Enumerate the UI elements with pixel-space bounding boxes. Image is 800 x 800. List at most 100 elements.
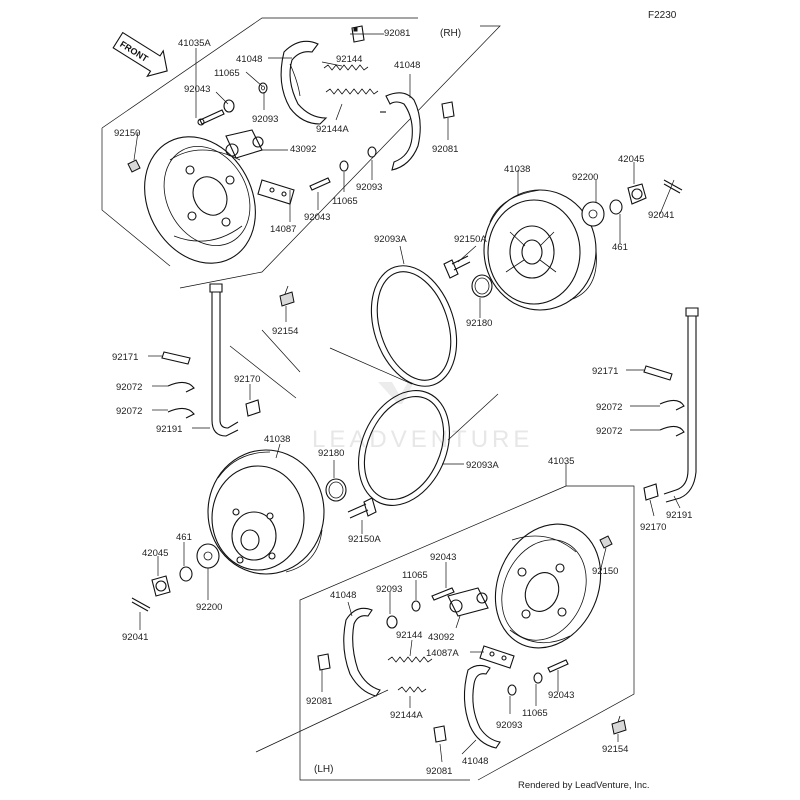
lh-spring-92144 xyxy=(387,656,433,663)
callout-right-92072-b: 92072 xyxy=(596,426,622,437)
callout-rh-92093-a: 92093 xyxy=(252,114,278,125)
right-brake-hose xyxy=(663,307,699,503)
lh-drum-leaders xyxy=(139,347,499,630)
callout-lh-14087A: 14087A xyxy=(426,648,459,659)
callout-lh-41048-b: 41048 xyxy=(462,756,488,767)
lh-seal-ring-92093A xyxy=(357,390,451,506)
callout-lh-461: 461 xyxy=(176,532,192,543)
callout-lh-92093A: 92093A xyxy=(466,460,499,471)
rh-brake-shoe-a xyxy=(280,40,328,125)
callout-lh-92081-b: 92081 xyxy=(426,766,452,777)
lh-seal-92180 xyxy=(325,478,347,502)
callout-rh-41048-a: 41048 xyxy=(236,54,262,65)
rh-spring-92144 xyxy=(323,64,369,71)
watermark: LEADVENTURE xyxy=(312,426,533,453)
rh-label: (RH) xyxy=(440,28,461,39)
lh-frame: (LH) xyxy=(255,464,635,781)
rh-castle-nut-42045 xyxy=(627,183,647,205)
rh-pin-a xyxy=(197,109,225,126)
lh-wheel-cylinder xyxy=(447,587,489,617)
rh-seal-92180 xyxy=(471,274,493,298)
callout-lh-92150A: 92150A xyxy=(348,534,381,545)
lh-washer-a xyxy=(386,600,421,629)
right-clamp-92170 xyxy=(643,483,659,501)
callout-left-92171: 92171 xyxy=(112,352,138,363)
lh-clip-a xyxy=(317,653,331,671)
callout-rh-92144A: 92144A xyxy=(316,124,349,135)
callout-right-92170: 92170 xyxy=(640,522,666,533)
middle-leaders xyxy=(148,329,681,517)
callout-rh-11065-a: 11065 xyxy=(214,68,240,79)
callout-rh-92093-b: 92093 xyxy=(356,182,382,193)
callout-rh-92043-b: 92043 xyxy=(304,212,330,223)
left-clip-92072-b xyxy=(167,407,195,419)
callout-lh-43092: 43092 xyxy=(428,632,454,643)
callout-left-92170: 92170 xyxy=(234,374,260,385)
callout-lh-92200: 92200 xyxy=(196,602,222,613)
callout-rh-42045: 42045 xyxy=(618,154,644,165)
watermark-logo xyxy=(378,382,414,404)
front-arrow-icon: FRONT xyxy=(112,31,168,78)
rh-frame: (RH) xyxy=(101,17,501,289)
callout-lh-92144: 92144 xyxy=(396,630,422,641)
lh-flat-washer-92200 xyxy=(196,543,220,569)
rh-spring-92144A xyxy=(325,88,386,113)
lh-castle-nut-42045 xyxy=(151,575,171,597)
callout-rh-41035A: 41035A xyxy=(178,38,211,49)
lh-bolt-92154 xyxy=(611,715,627,735)
right-clamp-92171 xyxy=(643,365,673,381)
callout-lh-41035: 41035 xyxy=(548,456,574,467)
right-clip-92072-b xyxy=(659,425,685,437)
callout-lh-92041: 92041 xyxy=(122,632,148,643)
lh-brake-drum xyxy=(207,449,325,575)
figure-code: F2230 xyxy=(648,10,677,21)
lh-label: (LH) xyxy=(314,764,333,775)
callout-left-92072-b: 92072 xyxy=(116,406,142,417)
callout-lh-11065-b: 11065 xyxy=(522,708,548,719)
callout-right-92191: 92191 xyxy=(666,510,692,521)
callout-rh-41048-b: 41048 xyxy=(394,60,420,71)
rh-washer-461 xyxy=(609,199,623,215)
callout-lh-41048-a: 41048 xyxy=(330,590,356,601)
callout-lh-42045: 42045 xyxy=(142,548,168,559)
right-clip-92072-a xyxy=(659,399,685,411)
callout-rh-14087: 14087 xyxy=(270,224,296,235)
callout-lh-92043-b: 92043 xyxy=(548,690,574,701)
lh-washer-b xyxy=(507,672,543,696)
callout-rh-92081-b: 92081 xyxy=(432,144,458,155)
left-clip-92072-a xyxy=(167,381,195,393)
lh-adjuster-14087A xyxy=(479,645,515,669)
callout-rh-92150A: 92150A xyxy=(454,234,487,245)
lh-pin-a xyxy=(431,587,455,601)
rh-flat-washer-92200 xyxy=(581,201,605,227)
lh-brake-shoe-a xyxy=(343,607,381,697)
callout-rh-92043-a: 92043 xyxy=(184,84,210,95)
callout-right-92171: 92171 xyxy=(592,366,618,377)
callout-lh-41038: 41038 xyxy=(264,434,290,445)
rh-pin-b xyxy=(309,177,331,191)
rh-wheel-cylinder xyxy=(225,129,264,159)
lh-pin-b xyxy=(547,659,569,673)
left-brake-hose xyxy=(209,283,239,437)
rh-bleeder-bolt xyxy=(127,159,141,173)
callout-rh-92041: 92041 xyxy=(648,210,674,221)
lh-backing-plate xyxy=(494,523,602,649)
callout-left-92191: 92191 xyxy=(156,424,182,435)
callout-lh-92150: 92150 xyxy=(592,566,618,577)
left-clamp-92171 xyxy=(161,351,191,365)
rh-brake-shoe-b xyxy=(385,92,421,171)
lh-cotter-pin-92041 xyxy=(131,597,151,612)
callout-lh-92093-b: 92093 xyxy=(496,720,522,731)
callout-rh-92081-a: 92081 xyxy=(384,28,410,39)
rh-adjuster-14087 xyxy=(257,179,295,205)
callout-rh-92093A: 92093A xyxy=(374,234,407,245)
callout-right-92072-a: 92072 xyxy=(596,402,622,413)
rh-backing-plate xyxy=(144,136,256,264)
callout-rh-92154: 92154 xyxy=(272,326,298,337)
callout-lh-92043-a: 92043 xyxy=(430,552,456,563)
callout-lh-92180: 92180 xyxy=(318,448,344,459)
callout-lh-92154: 92154 xyxy=(602,744,628,755)
rh-seal-ring-92093A xyxy=(370,265,458,387)
rh-bolt-92150A xyxy=(443,255,471,279)
